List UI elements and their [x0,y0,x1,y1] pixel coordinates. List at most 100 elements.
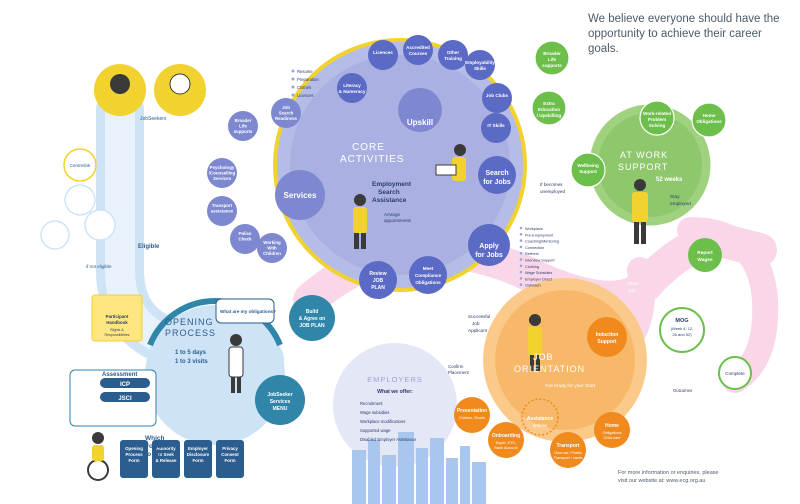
services-item-label: Working [263,240,281,245]
form-label: Form [225,458,236,463]
upskill-item-label: Literacy [343,83,361,88]
services-item-bubble [207,196,237,226]
confirm-1: Confirm [448,364,464,369]
upskill-item-label: & Numeracy [339,89,366,94]
apply-jobs-1: Apply [479,243,499,250]
services-item-label: Services [213,176,232,181]
services-hub [275,170,325,220]
list-bullet [519,270,523,274]
upskill-label: Upskill [407,118,433,127]
forms-q-2: Forms [145,443,165,450]
orientation-item-label: Own car / Public [554,451,582,455]
employers-item-4: Disabled Employer Assistance [360,437,417,442]
menu-circle [255,375,305,425]
employers-circle [333,343,457,467]
list-bullet [519,264,523,268]
start-job-1: Start [628,281,639,287]
upskill-hub [398,88,442,132]
assistance-1: Assistance [527,416,554,422]
services-item-bubble [230,224,260,254]
services-item-label: Search [279,111,294,116]
form-label: & Release [156,458,178,463]
esa-line-3: Assistance [372,197,407,204]
form-card [120,440,148,478]
orientation-item-bubble [550,432,586,468]
icp-label: ICP [120,382,130,388]
handbook-4: Responsibilities [105,333,130,337]
stay-employed-1: Stay [670,194,680,200]
employers-subtitle: What we offer: [377,389,413,395]
job-orientation-inner [495,290,635,430]
core-title-1: CORE [352,142,385,153]
orientation-item-label: Obligations [603,431,622,435]
menu-1: JobSeeker [267,392,292,398]
start-job-2: Job [628,288,636,294]
at-work-support-inner [598,113,702,217]
services-item-bubble [207,158,237,188]
services-item-label: Children [263,251,281,256]
work-item-label: Extra [543,101,555,106]
upskill-item-label: Employability [465,60,495,65]
form-label: to Seek [158,452,174,457]
orientation-title-1: JOB [533,352,554,362]
eligible-label: Eligible [138,244,160,250]
person-orientation-figure [528,314,542,371]
list-bullet [519,277,523,280]
footer: For more information or enquiries, pleas… [618,470,794,485]
form-label: Process [125,452,143,457]
mog-2: (Week 4, 12, [671,326,694,331]
arrange-2: appointments [384,218,412,223]
list-bullet [519,233,523,236]
form-label: Employer [188,446,208,451]
opening-visits: 1 to 3 visits [175,359,208,365]
person-opening-figure [228,334,244,393]
handbook-1: Participant [106,314,129,319]
services-item-label: Transport [212,203,233,208]
opening-process-arc [147,297,283,347]
services-item-bubble [271,98,301,128]
left-bubble-c [40,220,70,250]
right-ribbon [677,217,779,393]
obligations-text: What are my obligations? [220,309,276,314]
form-label: Authority [156,446,176,451]
services-item-label: Readiness [275,116,298,121]
employers-item-0: Recruitment [360,401,383,406]
complete-circle [718,356,752,390]
list-bullet [519,258,523,261]
job-search-list-item: Clothes [297,85,311,90]
employers-title: EMPLOYERS [367,375,423,384]
work-item-label: Problem [648,117,666,122]
list-bullet [291,85,295,89]
apply-jobs-2: for Jobs [475,252,503,259]
orientation-item-bubble [594,412,630,448]
review-3: PLAN [371,285,385,291]
orientation-item-label: Bank Account [494,446,518,450]
induction-circle [587,317,627,357]
upskill-item-label: Licences [373,50,393,55]
job-search-list-item: Licences [297,93,314,98]
orientation-item-label: Transport [556,443,579,449]
opening-title-2: PROCESS [165,328,216,338]
not-eligible-label: if not eligible [86,264,112,269]
review-2: JOB [373,278,384,284]
apply-list-item: Workplace [525,227,543,231]
form-card [216,440,244,478]
work-title-2: SUPPORT [618,162,668,172]
form-label: Opening [125,446,143,451]
search-jobs-2: for Jobs [483,179,511,186]
upskill-item-label: Skills [474,66,486,71]
form-label: Form [193,458,204,463]
work-item-label: Support [579,169,597,174]
form-card [184,440,212,478]
apply-list-item: Clothing [525,265,539,269]
participant-handbook [91,294,143,342]
apply-jobs-hub [468,224,510,266]
work-weeks: 52 weeks [656,177,683,183]
job-search-list-item: Resume [297,69,313,74]
upskill-bubbles: Literacy& NumeracyLicencesAccreditedCour… [337,35,512,143]
list-bullet [519,251,523,255]
meet-2: Compliance [415,273,441,278]
icp-pill [100,378,150,388]
